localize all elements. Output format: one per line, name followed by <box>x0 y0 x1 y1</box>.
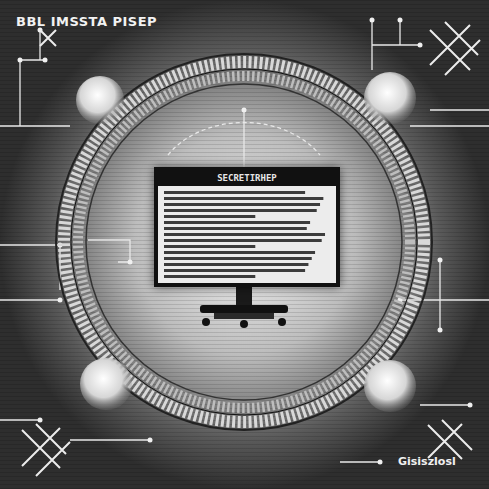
text-line-bar <box>164 227 307 230</box>
text-line-bar <box>164 251 315 254</box>
text-line-bar <box>164 191 305 194</box>
text-line-bar <box>164 221 310 224</box>
bead-ring <box>56 54 432 430</box>
text-line-bar <box>164 275 255 278</box>
text-line-bar <box>164 263 308 266</box>
screen-heading: SECRETIRHEP <box>158 171 336 186</box>
text-line-bar <box>164 203 320 206</box>
text-line-bar <box>164 245 255 248</box>
text-line-bar <box>164 269 305 272</box>
text-line-bar <box>164 233 325 236</box>
diagram-title: BBL IMSSTA PISEP <box>16 14 157 29</box>
screen-body-lines <box>158 186 336 283</box>
glow-orbs <box>76 72 416 412</box>
lattice-symbols <box>22 22 480 476</box>
text-line-bar <box>164 257 312 260</box>
text-line-bar <box>164 239 322 242</box>
text-line-bar <box>164 197 323 200</box>
circuit-lines <box>0 20 489 462</box>
circuit-nodes <box>18 18 473 465</box>
text-line-bar <box>164 209 317 212</box>
text-line-bar <box>164 215 255 218</box>
monitor-stand <box>200 287 288 328</box>
corner-label: Gisiszlosl <box>398 455 456 468</box>
monitor-screen: SECRETIRHEP <box>154 167 340 287</box>
